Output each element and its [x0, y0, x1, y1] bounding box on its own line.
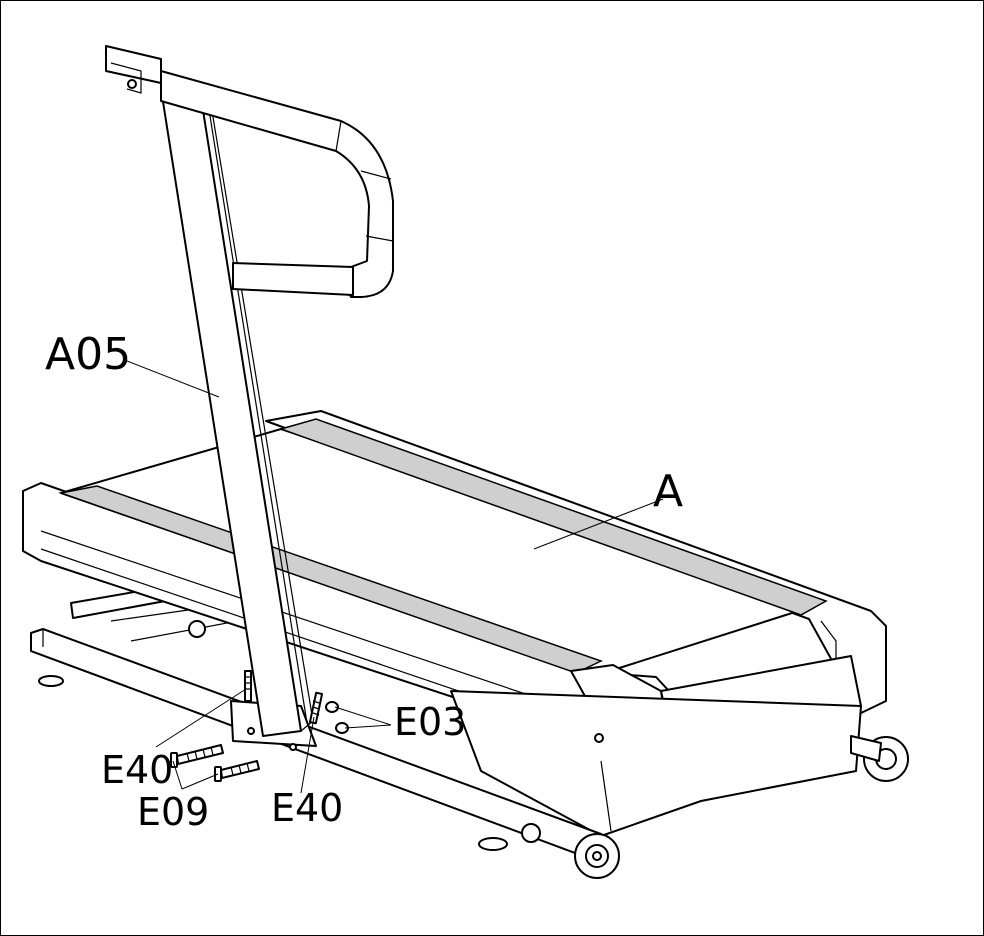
upright-post [105, 45, 394, 737]
bolt-e40-right [308, 691, 324, 725]
fasteners [170, 670, 349, 782]
label-a05: A05 [45, 329, 131, 380]
washer-e03 [325, 701, 349, 734]
bolt-e40-left [244, 670, 252, 702]
screw-e09 [170, 744, 260, 782]
label-e03: E03 [394, 700, 466, 744]
label-a: A [653, 466, 683, 517]
label-e09: E09 [137, 790, 209, 834]
label-e40-right: E40 [271, 786, 343, 830]
leader-lines [126, 360, 664, 794]
front-stabilizer [30, 628, 620, 879]
label-e40-left: E40 [101, 748, 173, 792]
